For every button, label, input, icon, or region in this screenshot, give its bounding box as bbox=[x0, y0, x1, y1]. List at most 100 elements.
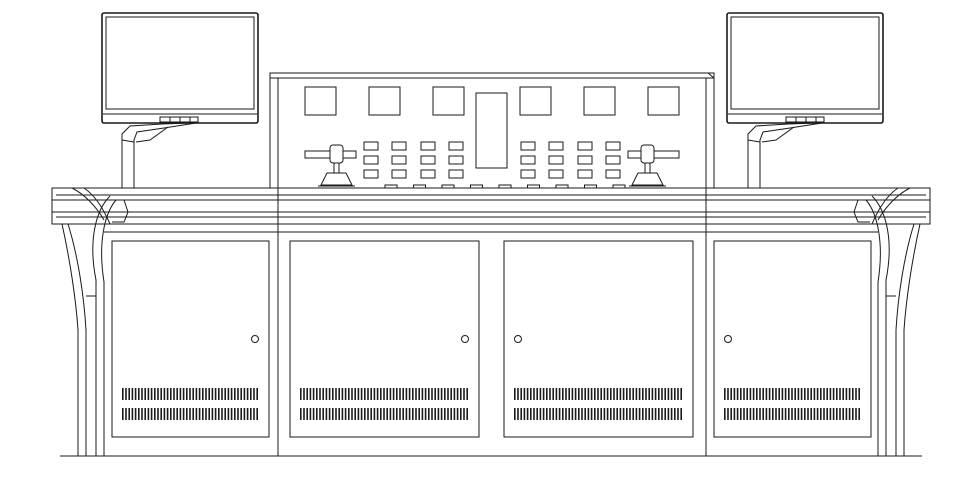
vent-slot bbox=[848, 388, 851, 400]
vent-slot bbox=[800, 408, 803, 420]
panel-button bbox=[363, 155, 379, 165]
vent-slot bbox=[536, 408, 538, 420]
vent-slot bbox=[312, 388, 315, 400]
vent-slot bbox=[571, 408, 574, 420]
vent-grille bbox=[300, 388, 468, 400]
vent-slot bbox=[781, 408, 784, 420]
vent-slot bbox=[383, 388, 385, 400]
vent-slot bbox=[354, 408, 356, 420]
indicator-square-2 bbox=[368, 86, 401, 116]
vent-slot bbox=[523, 388, 526, 400]
vent-slot bbox=[848, 408, 851, 420]
vent-slot bbox=[855, 408, 857, 420]
vent-slot bbox=[357, 388, 360, 400]
vent-slot bbox=[154, 388, 156, 400]
indicator-square-1 bbox=[304, 86, 337, 116]
vent-slot bbox=[192, 408, 194, 420]
vent-slot bbox=[125, 388, 127, 400]
panel-button bbox=[605, 169, 621, 179]
door-knob-icon[interactable] bbox=[514, 335, 522, 343]
door-knob-icon[interactable] bbox=[461, 335, 469, 343]
vent-slot bbox=[635, 388, 638, 400]
vent-slot bbox=[667, 388, 670, 400]
cabinet-door-3[interactable] bbox=[503, 240, 694, 438]
vent-slot bbox=[526, 408, 529, 420]
vent-slot bbox=[402, 408, 404, 420]
vent-slot bbox=[562, 408, 564, 420]
vent-slot bbox=[759, 388, 761, 400]
vent-slot bbox=[230, 408, 233, 420]
vent-slot bbox=[574, 408, 577, 420]
vent-slot bbox=[542, 388, 545, 400]
vent-slot bbox=[632, 408, 634, 420]
vent-slot bbox=[836, 408, 838, 420]
cabinet-door-1[interactable] bbox=[111, 240, 270, 438]
vent-slot bbox=[367, 388, 369, 400]
vent-slot bbox=[616, 388, 618, 400]
vent-slot bbox=[447, 408, 449, 420]
vent-slot bbox=[147, 388, 150, 400]
vent-slot bbox=[360, 408, 363, 420]
vent-slot bbox=[405, 408, 408, 420]
vent-slot bbox=[434, 408, 436, 420]
vent-slot bbox=[373, 388, 376, 400]
vent-slot bbox=[594, 388, 596, 400]
vent-slot bbox=[150, 408, 153, 420]
vent-slot bbox=[658, 408, 660, 420]
vent-slot bbox=[300, 408, 302, 420]
panel-button bbox=[391, 169, 407, 179]
vent-slot bbox=[312, 408, 315, 420]
vent-slot bbox=[530, 408, 532, 420]
vent-slot bbox=[141, 388, 143, 400]
cabinet-doors bbox=[111, 240, 872, 438]
vent-slot bbox=[619, 388, 622, 400]
button-grid bbox=[363, 141, 621, 179]
vent-slot bbox=[520, 408, 522, 420]
vent-slot bbox=[619, 408, 622, 420]
panel-button bbox=[391, 155, 407, 165]
vent-slot bbox=[237, 388, 239, 400]
vent-slot bbox=[144, 388, 146, 400]
vent-slot bbox=[648, 408, 650, 420]
panel-button bbox=[420, 169, 436, 179]
vent-slot bbox=[549, 388, 551, 400]
panel-button bbox=[448, 141, 464, 151]
vent-slot bbox=[788, 408, 790, 420]
vent-slot bbox=[642, 388, 644, 400]
vent-slot bbox=[176, 388, 178, 400]
vent-slot bbox=[520, 388, 522, 400]
vent-slot bbox=[303, 388, 305, 400]
vent-slot bbox=[157, 408, 159, 420]
vent-slot bbox=[667, 408, 670, 420]
vent-slot bbox=[234, 408, 236, 420]
center-display bbox=[475, 92, 508, 169]
vent-slot bbox=[629, 388, 631, 400]
vent-slot bbox=[373, 408, 376, 420]
vent-slot bbox=[670, 388, 673, 400]
door-knob-icon[interactable] bbox=[724, 335, 732, 343]
vent-slot bbox=[635, 408, 638, 420]
vent-slot bbox=[648, 388, 650, 400]
vent-slot bbox=[791, 408, 793, 420]
vent-slot bbox=[160, 408, 162, 420]
vent-slot bbox=[820, 388, 822, 400]
cabinet-door-4[interactable] bbox=[713, 240, 872, 438]
vent-slot bbox=[555, 388, 558, 400]
vent-slot bbox=[638, 408, 641, 420]
door-panel bbox=[503, 240, 694, 438]
vent-slot bbox=[740, 408, 742, 420]
vent-slot bbox=[638, 388, 641, 400]
cabinet-door-2[interactable] bbox=[289, 240, 480, 438]
door-panel bbox=[289, 240, 480, 438]
vent-slot bbox=[316, 408, 318, 420]
panel-button bbox=[391, 141, 407, 151]
vent-slot bbox=[322, 408, 324, 420]
vent-slot bbox=[768, 388, 771, 400]
vent-slot bbox=[173, 408, 175, 420]
vent-slot bbox=[651, 408, 654, 420]
indicator-squares bbox=[304, 86, 680, 116]
door-knob-icon[interactable] bbox=[251, 335, 259, 343]
vent-slot bbox=[616, 408, 618, 420]
vent-slot bbox=[800, 388, 803, 400]
